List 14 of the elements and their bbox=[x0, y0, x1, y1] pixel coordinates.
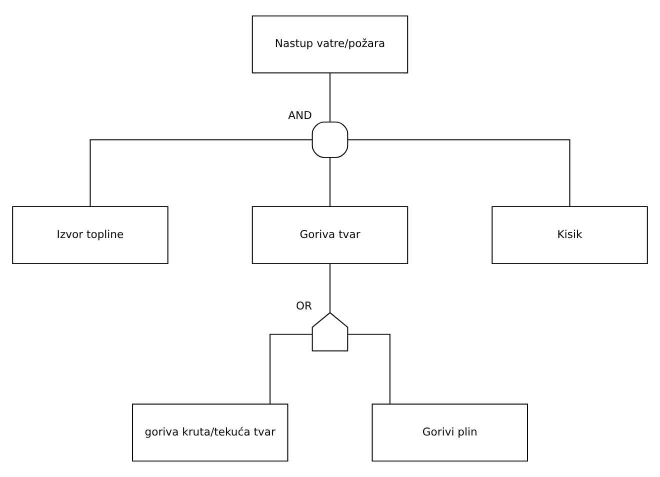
connector bbox=[270, 334, 313, 404]
node-shield bbox=[312, 312, 348, 352]
node-label: AND bbox=[288, 108, 312, 122]
node-label: OR bbox=[296, 300, 312, 313]
connector bbox=[347, 334, 390, 404]
connector bbox=[348, 139, 570, 207]
node-box: Kisik bbox=[492, 206, 648, 264]
node-dome bbox=[312, 122, 348, 158]
node-box: Goriva tvar bbox=[252, 206, 408, 264]
connector bbox=[90, 139, 312, 207]
node-box: Izvor topline bbox=[12, 206, 168, 264]
node-box: Gorivi plin bbox=[372, 404, 528, 462]
node-box: goriva kruta/tekuća tvar bbox=[132, 404, 288, 462]
node-box: Nastup vatre/požara bbox=[252, 15, 408, 74]
